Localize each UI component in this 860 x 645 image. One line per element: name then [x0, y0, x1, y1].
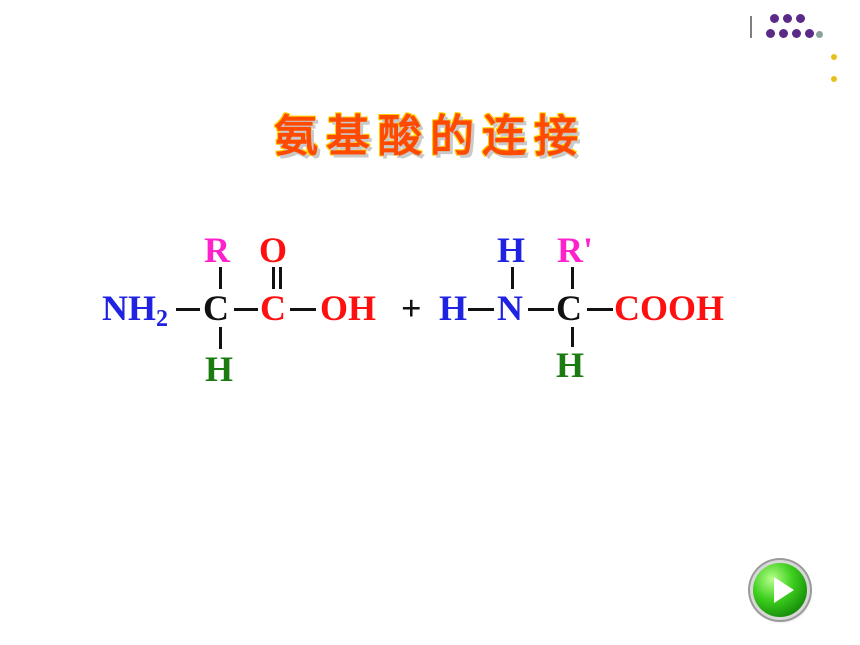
carbonyl-carbon: C [260, 288, 286, 328]
amine-nitrogen: N [497, 288, 523, 328]
header-divider [750, 16, 752, 38]
bond [219, 327, 222, 349]
alpha-carbon-2: C [556, 288, 582, 328]
carboxyl-group: COOH [614, 288, 725, 328]
r-group-1: R [204, 230, 230, 270]
play-icon [774, 577, 794, 603]
hydrogen-top-2: H [497, 230, 526, 270]
hydrogen-bottom-2: H [556, 345, 585, 385]
bond [176, 308, 200, 311]
plus-sign: + [401, 288, 422, 328]
decorative-dots [766, 14, 837, 82]
amine-group: NH2 [102, 288, 168, 332]
hydrogen-left-2: H [439, 288, 468, 328]
bond [234, 308, 258, 311]
alpha-carbon-1: C [203, 288, 229, 328]
bond [290, 308, 316, 311]
hydroxyl-group: OH [320, 288, 377, 328]
bond [528, 308, 554, 311]
hydrogen-bottom-1: H [205, 349, 234, 389]
bond [571, 327, 574, 347]
double-bond [279, 267, 282, 289]
bond [468, 308, 494, 311]
bond [587, 308, 613, 311]
r-group-2: R' [557, 230, 593, 270]
bond [219, 267, 222, 289]
bond [571, 267, 574, 289]
play-button[interactable] [753, 563, 807, 617]
double-bond [272, 267, 275, 289]
carbonyl-oxygen: O [259, 230, 288, 270]
slide-title: 氨基酸的连接 [274, 111, 586, 162]
bond [511, 267, 514, 289]
